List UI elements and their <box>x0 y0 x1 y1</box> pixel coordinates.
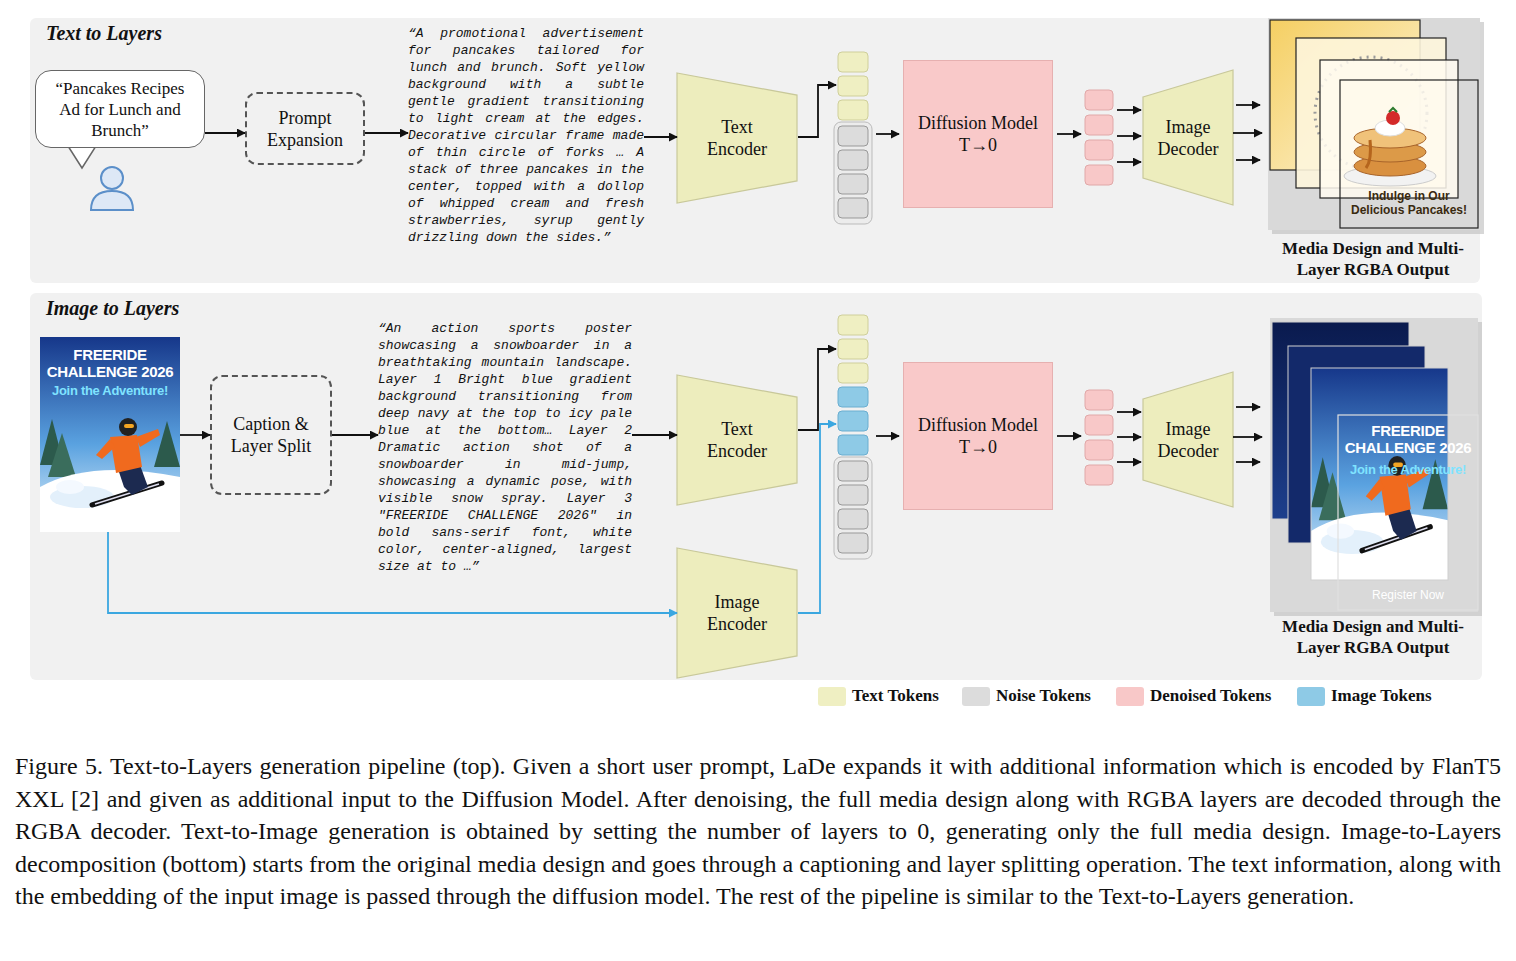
legend-text: Text Tokens <box>852 686 939 706</box>
encoder-trapezoid: Image Encoder <box>677 548 797 678</box>
legend-swatch <box>818 687 846 706</box>
process-box: Prompt Expansion <box>245 92 365 165</box>
node-text: Caption & Layer Split <box>218 413 324 457</box>
node-text: Text Encoder <box>695 418 779 462</box>
encoder-trapezoid: Text Encoder <box>677 73 797 203</box>
node-text: “An action sports poster showcasing a sn… <box>378 320 632 575</box>
trapezoid-outline <box>1143 70 1233 205</box>
node-text: Image Decoder <box>1149 418 1227 462</box>
decoder-trapezoid: Image Decoder <box>1143 372 1233 507</box>
panel-band: Image to LayersFREERIDE CHALLENGE 2026Jo… <box>30 293 1482 680</box>
image-text: FREERIDE CHALLENGE 2026 <box>1341 422 1475 456</box>
trapezoid-shape <box>677 548 797 678</box>
encoder-trapezoid: Text Encoder <box>677 375 797 505</box>
caption-text: “An action sports poster showcasing a sn… <box>378 320 632 582</box>
speech-bubble: “Pancakes Recipes Ad for Lunch and Brunc… <box>35 70 205 148</box>
node-text: Image to Layers <box>46 297 179 320</box>
legend-swatch <box>962 687 990 706</box>
node-text: FREERIDE CHALLENGE 2026 <box>44 346 176 380</box>
trapezoid-outline <box>1143 372 1233 507</box>
process-box: Caption & Layer Split <box>210 375 332 495</box>
node-text: Text to Layers <box>46 22 162 45</box>
node-text: Media Design and Multi-Layer RGBA Output <box>1262 238 1484 280</box>
legend-text: Denoised Tokens <box>1150 686 1271 706</box>
trapezoid-shape <box>1143 70 1233 205</box>
node-text: “Pancakes Recipes Ad for Lunch and Brunc… <box>44 78 196 141</box>
image-text: Indulge in Our Delicious Pancakes! <box>1343 189 1475 217</box>
node-text: Text Encoder <box>695 116 779 160</box>
node-text: Prompt Expansion <box>253 107 357 151</box>
panel-band: Text to Layers “Pancakes Recipes Ad for L… <box>30 18 1480 283</box>
trapezoid-shape <box>677 375 797 505</box>
decoder-trapezoid: Image Decoder <box>1143 70 1233 205</box>
figure-caption: Figure 5. Text-to-Layers generation pipe… <box>15 750 1501 913</box>
trapezoid-outline <box>677 73 797 203</box>
prompt-text: “A promotional advertisement for pancake… <box>408 25 644 270</box>
legend-text: Noise Tokens <box>996 686 1091 706</box>
trapezoid-outline <box>677 548 797 678</box>
node-text: Diffusion Model T→0 <box>914 414 1042 458</box>
node-text: Media Design and Multi-Layer RGBA Output <box>1262 616 1484 658</box>
image-text: Register Now <box>1341 588 1475 602</box>
legend-swatch <box>1297 687 1325 706</box>
trapezoid-shape <box>1143 372 1233 507</box>
legend-text: Image Tokens <box>1331 686 1432 706</box>
node-text: Image Decoder <box>1149 116 1227 160</box>
input-poster: FREERIDE CHALLENGE 2026Join the Adventur… <box>40 337 180 532</box>
legend-swatch <box>1116 687 1144 706</box>
output-stack: Media Design and Multi-Layer RGBA Output <box>1262 318 1484 658</box>
node-text: Register Now <box>44 513 176 527</box>
node-text: Diffusion Model T→0 <box>914 112 1042 156</box>
node-text: Join the Adventure! <box>44 383 176 398</box>
node-text: “A promotional advertisement for pancake… <box>408 25 644 246</box>
diffusion-box: Diffusion Model T→0 <box>903 60 1053 208</box>
trapezoid-shape <box>677 73 797 203</box>
image-text: Join the Adventure! <box>1341 462 1475 477</box>
node-text: Image Encoder <box>695 591 779 635</box>
trapezoid-outline <box>677 375 797 505</box>
output-stack: Media Design and Multi-Layer RGBA Output <box>1262 18 1484 280</box>
diffusion-box: Diffusion Model T→0 <box>903 362 1053 510</box>
